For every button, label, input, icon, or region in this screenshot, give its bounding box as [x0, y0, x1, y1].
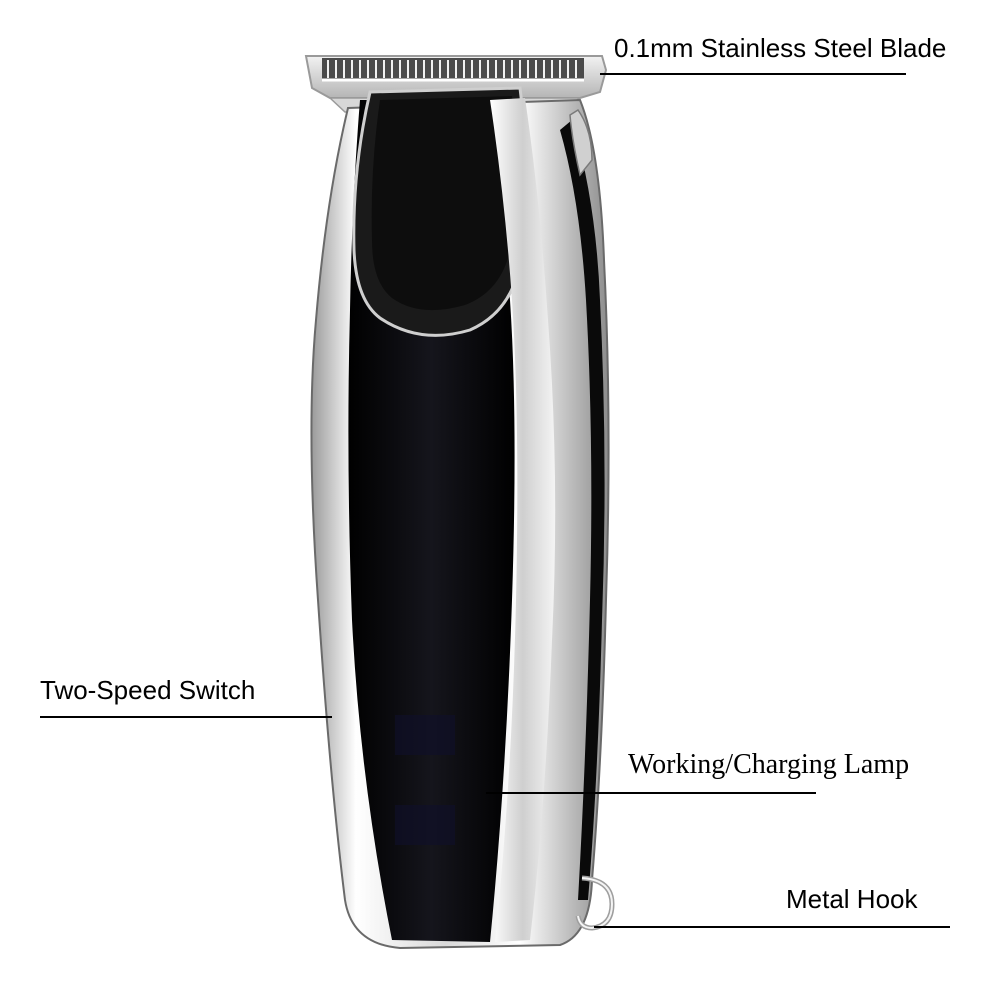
switch-callout-label: Two-Speed Switch [40, 675, 256, 705]
hook-callout-line [594, 926, 950, 928]
lamp-callout-label: Working/Charging Lamp [628, 749, 910, 780]
blade-callout-label: 0.1mm Stainless Steel Blade [614, 33, 947, 63]
trimmer-body [310, 86, 610, 950]
hook-callout-label: Metal Hook [786, 884, 918, 914]
lamp-callout-line [486, 792, 816, 794]
blade-callout-line [600, 73, 906, 75]
switch-callout-line [40, 716, 332, 718]
side-tab [569, 108, 593, 177]
